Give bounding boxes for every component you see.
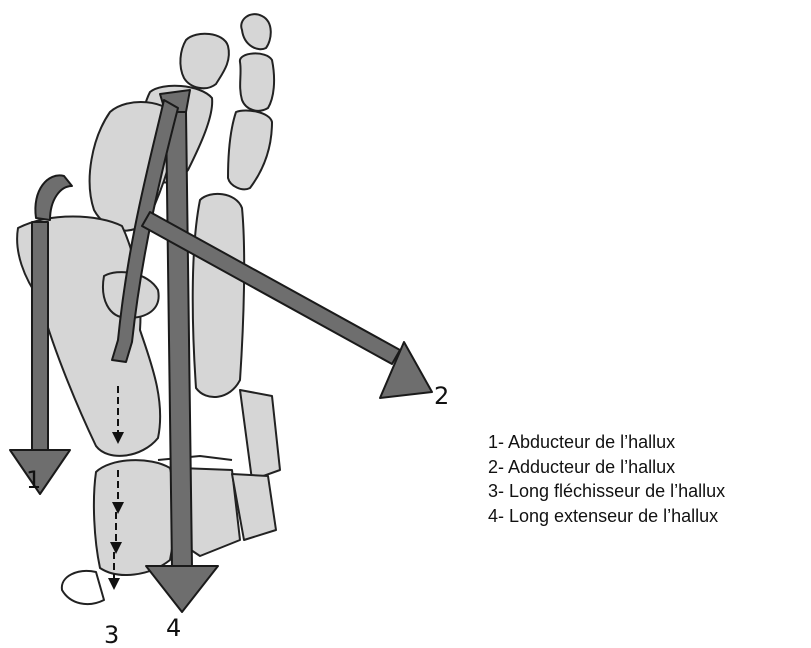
lesser-toe-proximal-phalanx bbox=[228, 110, 272, 189]
lesser-toe-middle-phalanx bbox=[240, 53, 274, 110]
marker-4: 4 bbox=[166, 614, 181, 642]
marker-1: 1 bbox=[26, 466, 41, 494]
abductor-tendon-loop bbox=[35, 175, 72, 220]
second-metatarsal bbox=[193, 194, 244, 397]
legend-item-extensor: 4- Long extenseur de l’hallux bbox=[488, 504, 725, 529]
extensor-arrowhead bbox=[146, 566, 218, 612]
marker-3: 3 bbox=[104, 621, 119, 648]
foot-bones bbox=[17, 14, 280, 604]
heel-outline bbox=[62, 571, 104, 604]
third-metatarsal bbox=[240, 390, 280, 480]
navicular-bone bbox=[94, 460, 175, 575]
marker-2: 2 bbox=[434, 382, 449, 410]
hallux-distal-phalanx bbox=[180, 34, 229, 89]
legend: 1- Abducteur de l’hallux 2- Adducteur de… bbox=[488, 430, 725, 528]
legend-item-adductor: 2- Adducteur de l’hallux bbox=[488, 455, 725, 480]
abductor-shaft bbox=[32, 222, 48, 450]
lesser-toe-distal-phalanx bbox=[241, 14, 271, 49]
legend-item-flexor: 3- Long fléchisseur de l’hallux bbox=[488, 479, 725, 504]
legend-item-abductor: 1- Abducteur de l’hallux bbox=[488, 430, 725, 455]
joint-line bbox=[158, 456, 232, 460]
